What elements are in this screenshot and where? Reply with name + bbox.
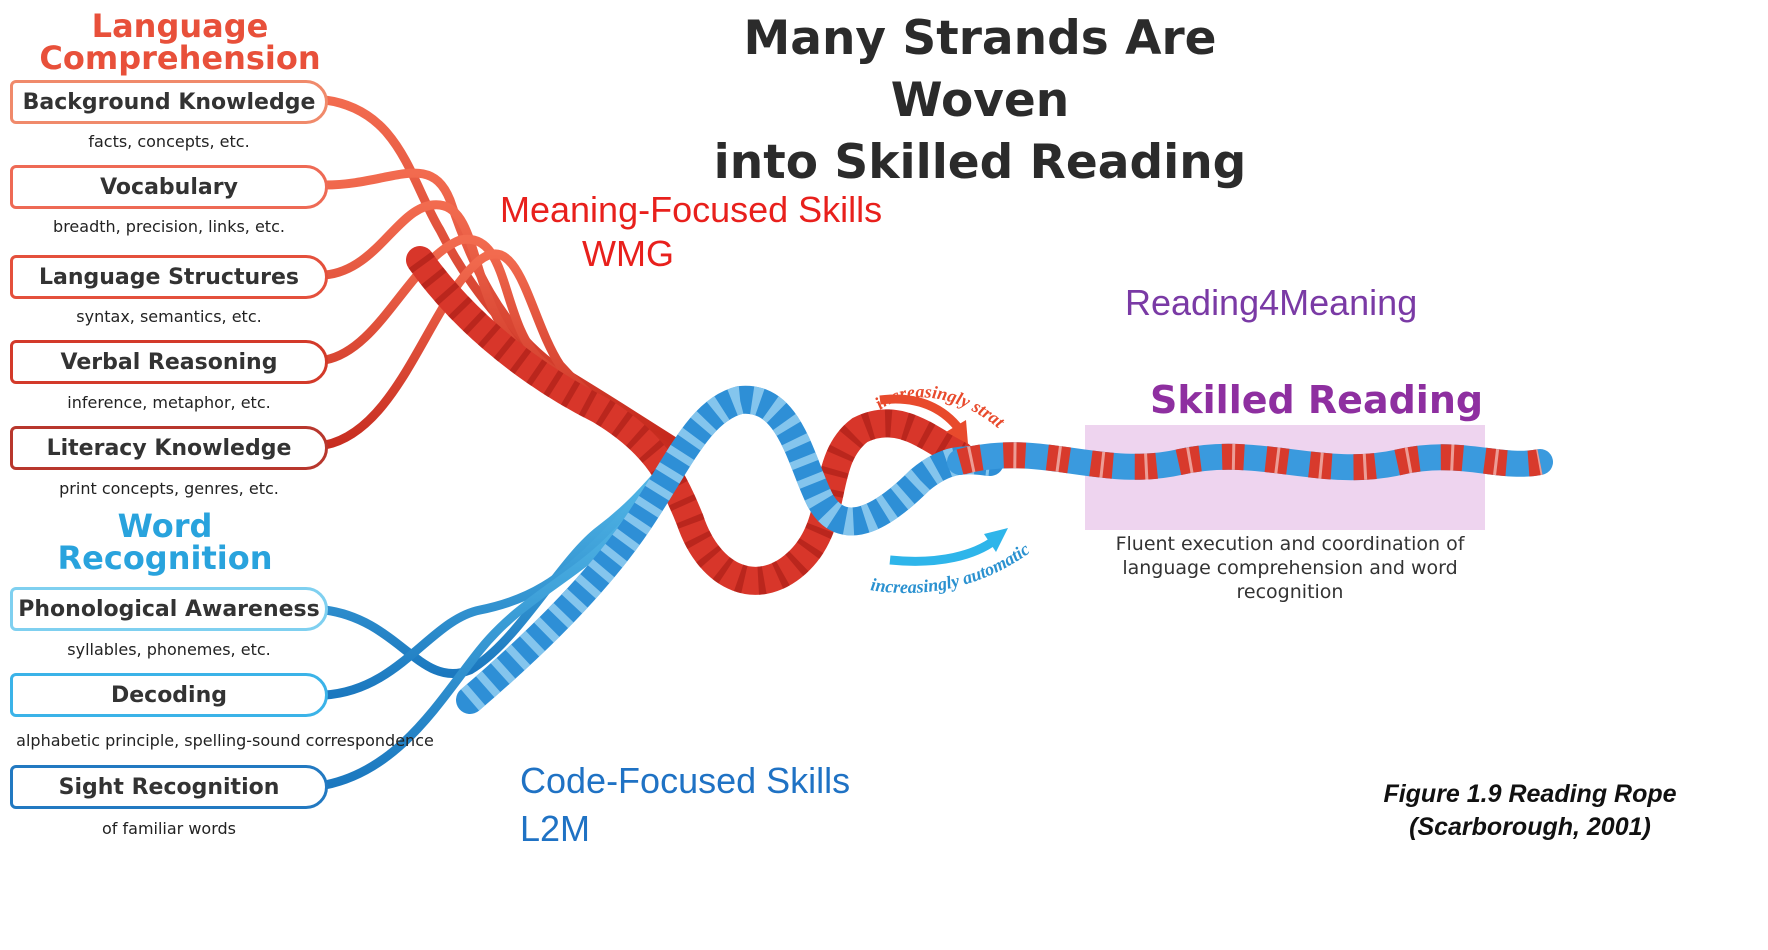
language-heading-line2: Comprehension — [39, 39, 321, 77]
language-comprehension-heading: Language Comprehension — [20, 10, 340, 74]
twisted-rope — [947, 442, 1553, 481]
caption-line2: (Scarborough, 2001) — [1409, 813, 1651, 841]
sub-vocabulary: breadth, precision, links, etc. — [53, 217, 285, 236]
title-line2: into Skilled Reading — [713, 135, 1247, 190]
box-decoding: Decoding — [10, 673, 328, 717]
language-heading-line1: Language — [91, 7, 269, 45]
word-heading-line2: Recognition — [57, 539, 273, 577]
strategic-arrow-icon — [879, 394, 964, 433]
sub-literacy-knowledge: print concepts, genres, etc. — [59, 479, 279, 498]
code-line1: Code-Focused Skills — [520, 760, 851, 801]
box-phonological-awareness: Phonological Awareness — [10, 587, 328, 631]
meaning-line2: WMG — [582, 233, 674, 274]
automatic-arrow-icon — [889, 536, 998, 566]
sub-background-knowledge: facts, concepts, etc. — [88, 132, 250, 151]
box-literacy-knowledge: Literacy Knowledge — [10, 426, 328, 470]
box-label: Vocabulary — [100, 174, 238, 200]
box-label: Language Structures — [38, 264, 300, 290]
diagram-title: Many Strands Are Woven into Skilled Read… — [660, 8, 1300, 194]
reading4meaning-annotation: Reading4Meaning — [1125, 282, 1418, 323]
box-label: Verbal Reasoning — [60, 349, 278, 375]
sub-phonological-awareness: syllables, phonemes, etc. — [67, 640, 271, 659]
skilled-reading-title: Skilled Reading — [1150, 378, 1484, 422]
box-label: Decoding — [110, 682, 228, 708]
box-label: Literacy Knowledge — [46, 435, 292, 461]
figure-caption: Figure 1.9 Reading Rope (Scarborough, 20… — [1270, 778, 1768, 844]
skilled-reading-description: Fluent execution and coordination of lan… — [1115, 533, 1465, 603]
figure-caption-clip: Figure 1.9 Reading Rope (Scarborough, 20… — [1270, 775, 1768, 850]
meaning-focused-annotation: Meaning-Focused Skills WMG — [500, 188, 882, 276]
caption-line1: Figure 1.9 Reading Rope — [1383, 780, 1677, 808]
box-sight-recognition: Sight Recognition — [10, 765, 328, 809]
code-line2: L2M — [520, 808, 591, 849]
box-label: Background Knowledge — [22, 89, 316, 115]
sub-verbal-reasoning: inference, metaphor, etc. — [67, 393, 271, 412]
box-verbal-reasoning: Verbal Reasoning — [10, 340, 328, 384]
box-label: Phonological Awareness — [18, 596, 320, 622]
blue-braid — [456, 385, 1004, 714]
code-focused-annotation: Code-Focused Skills L2M — [520, 757, 850, 853]
word-heading-line1: Word — [117, 507, 213, 545]
sub-decoding: alphabetic principle, spelling-sound cor… — [16, 731, 434, 750]
sub-sight-recognition: of familiar words — [102, 819, 236, 838]
title-line1: Many Strands Are Woven — [743, 11, 1217, 128]
word-recognition-heading: Word Recognition — [20, 510, 310, 574]
strand-phonological-awareness — [320, 435, 695, 679]
box-language-structures: Language Structures — [10, 255, 328, 299]
language-strands — [320, 95, 685, 465]
box-vocabulary: Vocabulary — [10, 165, 328, 209]
increasingly-automatic-label: increasingly automatic — [869, 539, 1033, 597]
box-label: Sight Recognition — [58, 774, 280, 800]
meaning-line1: Meaning-Focused Skills — [500, 189, 883, 230]
sub-language-structures: syntax, semantics, etc. — [76, 307, 262, 326]
box-background-knowledge: Background Knowledge — [10, 80, 328, 124]
